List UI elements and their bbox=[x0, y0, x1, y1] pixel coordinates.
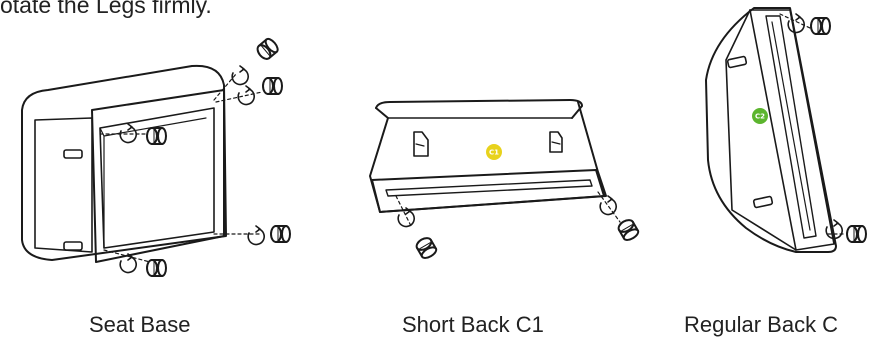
c1-badge: C1 bbox=[486, 144, 502, 160]
regular-back-drawing: C2 bbox=[706, 8, 866, 252]
c2-badge: C2 bbox=[752, 108, 768, 124]
c1-badge-label: C1 bbox=[489, 149, 499, 157]
seat-base-drawing bbox=[22, 37, 290, 276]
rotate-arrow-icon bbox=[398, 196, 616, 226]
leg-cap-icon bbox=[811, 18, 866, 242]
caption-short-back: Short Back C1 bbox=[402, 312, 544, 338]
short-back-drawing: C1 bbox=[370, 100, 640, 260]
caption-seat-base: Seat Base bbox=[89, 312, 191, 338]
caption-regular-back: Regular Back C bbox=[684, 312, 838, 338]
c2-badge-label: C2 bbox=[755, 113, 765, 121]
leg-cap-icon bbox=[415, 218, 640, 260]
